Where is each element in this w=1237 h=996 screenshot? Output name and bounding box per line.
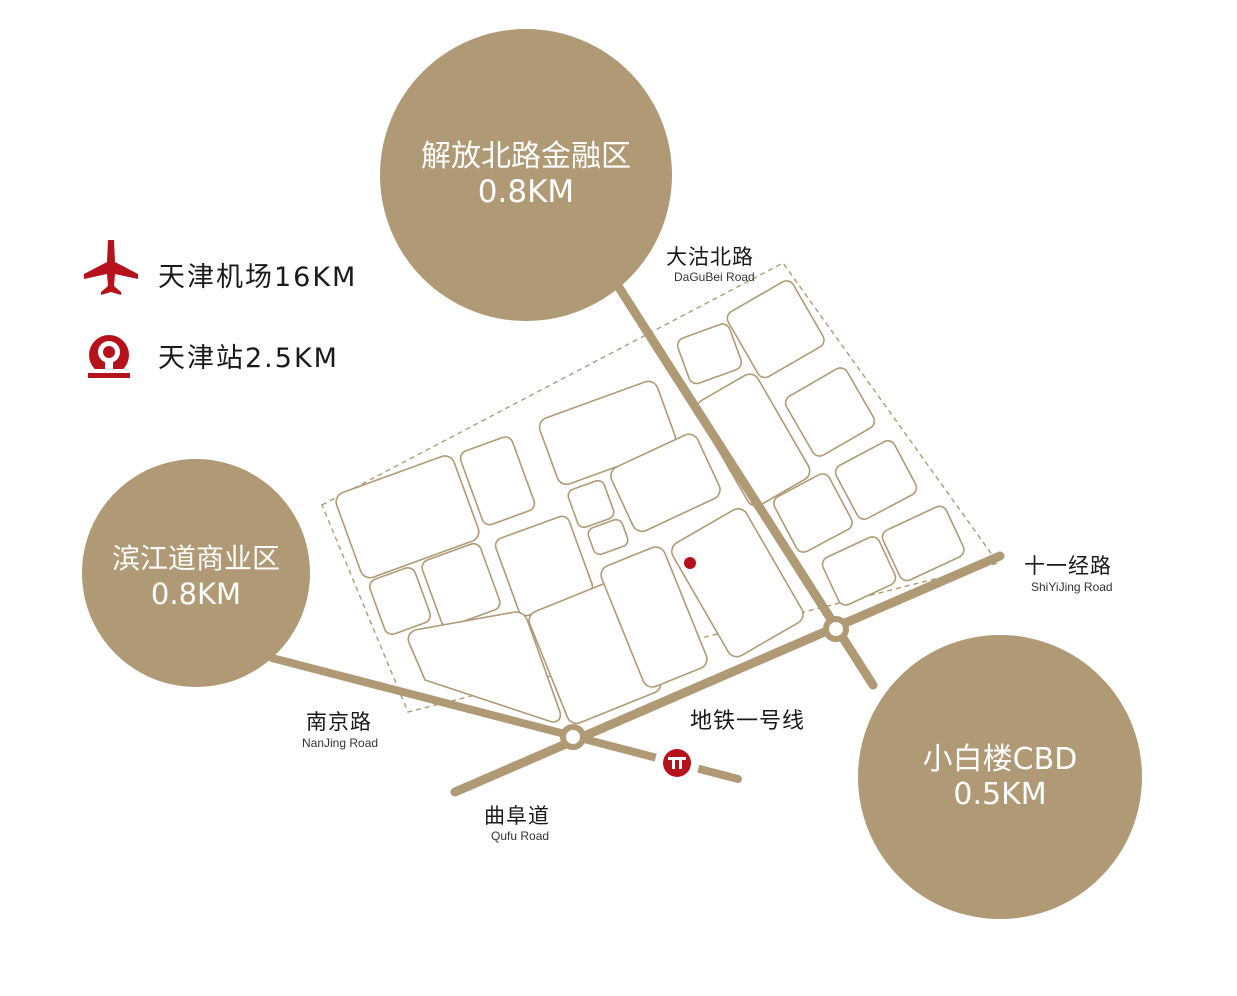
city-block bbox=[773, 473, 853, 553]
city-block bbox=[881, 505, 965, 582]
road-shiyijing-label: 十一经路 bbox=[1024, 554, 1112, 578]
road-dagubei-label-en: DaGuBei Road bbox=[674, 270, 755, 284]
city-block bbox=[421, 542, 501, 628]
road-shiyijing-label-en: ShiYiJing Road bbox=[1031, 580, 1113, 594]
road-qufu-label-en: Qufu Road bbox=[491, 829, 549, 843]
city-block bbox=[407, 611, 562, 723]
city-block bbox=[587, 518, 629, 556]
district-xiaobailou-name: 小白楼CBD bbox=[923, 742, 1078, 777]
district-binjiang-name: 滨江道商业区 bbox=[112, 542, 280, 575]
city-block bbox=[726, 280, 825, 379]
city-block bbox=[834, 440, 918, 520]
road-dagubei-label: 大沽北路 bbox=[666, 245, 754, 269]
district-xiaobailou-distance: 0.5KM bbox=[953, 777, 1046, 812]
district-jiefang: 解放北路金融区 0.8KM bbox=[380, 29, 672, 321]
railway-station-icon bbox=[88, 335, 130, 378]
city-block bbox=[821, 536, 897, 606]
location-dot-icon bbox=[684, 557, 696, 569]
metro-icon bbox=[652, 743, 702, 783]
district-jiefang-distance: 0.8KM bbox=[478, 174, 574, 210]
road-nanjing-label-en: NanJing Road bbox=[302, 736, 378, 750]
city-block bbox=[784, 367, 876, 457]
city-block bbox=[670, 508, 804, 658]
city-blocks bbox=[335, 280, 965, 725]
city-block bbox=[567, 479, 615, 529]
city-block bbox=[610, 433, 721, 533]
airplane-icon bbox=[84, 240, 138, 295]
road-qufu-label: 曲阜道 bbox=[484, 804, 550, 828]
district-xiaobailou: 小白楼CBD 0.5KM bbox=[858, 635, 1142, 919]
road-nanjing-label: 南京路 bbox=[306, 710, 372, 734]
district-jiefang-name: 解放北路金融区 bbox=[421, 139, 631, 174]
legend-airport-label: 天津机场16KM bbox=[158, 262, 357, 293]
city-block bbox=[459, 436, 536, 526]
district-binjiang-distance: 0.8KM bbox=[151, 577, 241, 611]
city-block bbox=[335, 455, 480, 579]
road-metro-line bbox=[450, 551, 1005, 797]
intersection-marker bbox=[560, 724, 586, 750]
metro-line-label: 地铁一号线 bbox=[690, 709, 805, 734]
intersection-marker bbox=[823, 616, 849, 642]
district-binjiang: 滨江道商业区 0.8KM bbox=[82, 459, 310, 687]
city-block bbox=[676, 323, 743, 385]
city-block bbox=[600, 546, 708, 688]
legend-station-label: 天津站2.5KM bbox=[158, 343, 339, 374]
city-block bbox=[368, 566, 432, 636]
